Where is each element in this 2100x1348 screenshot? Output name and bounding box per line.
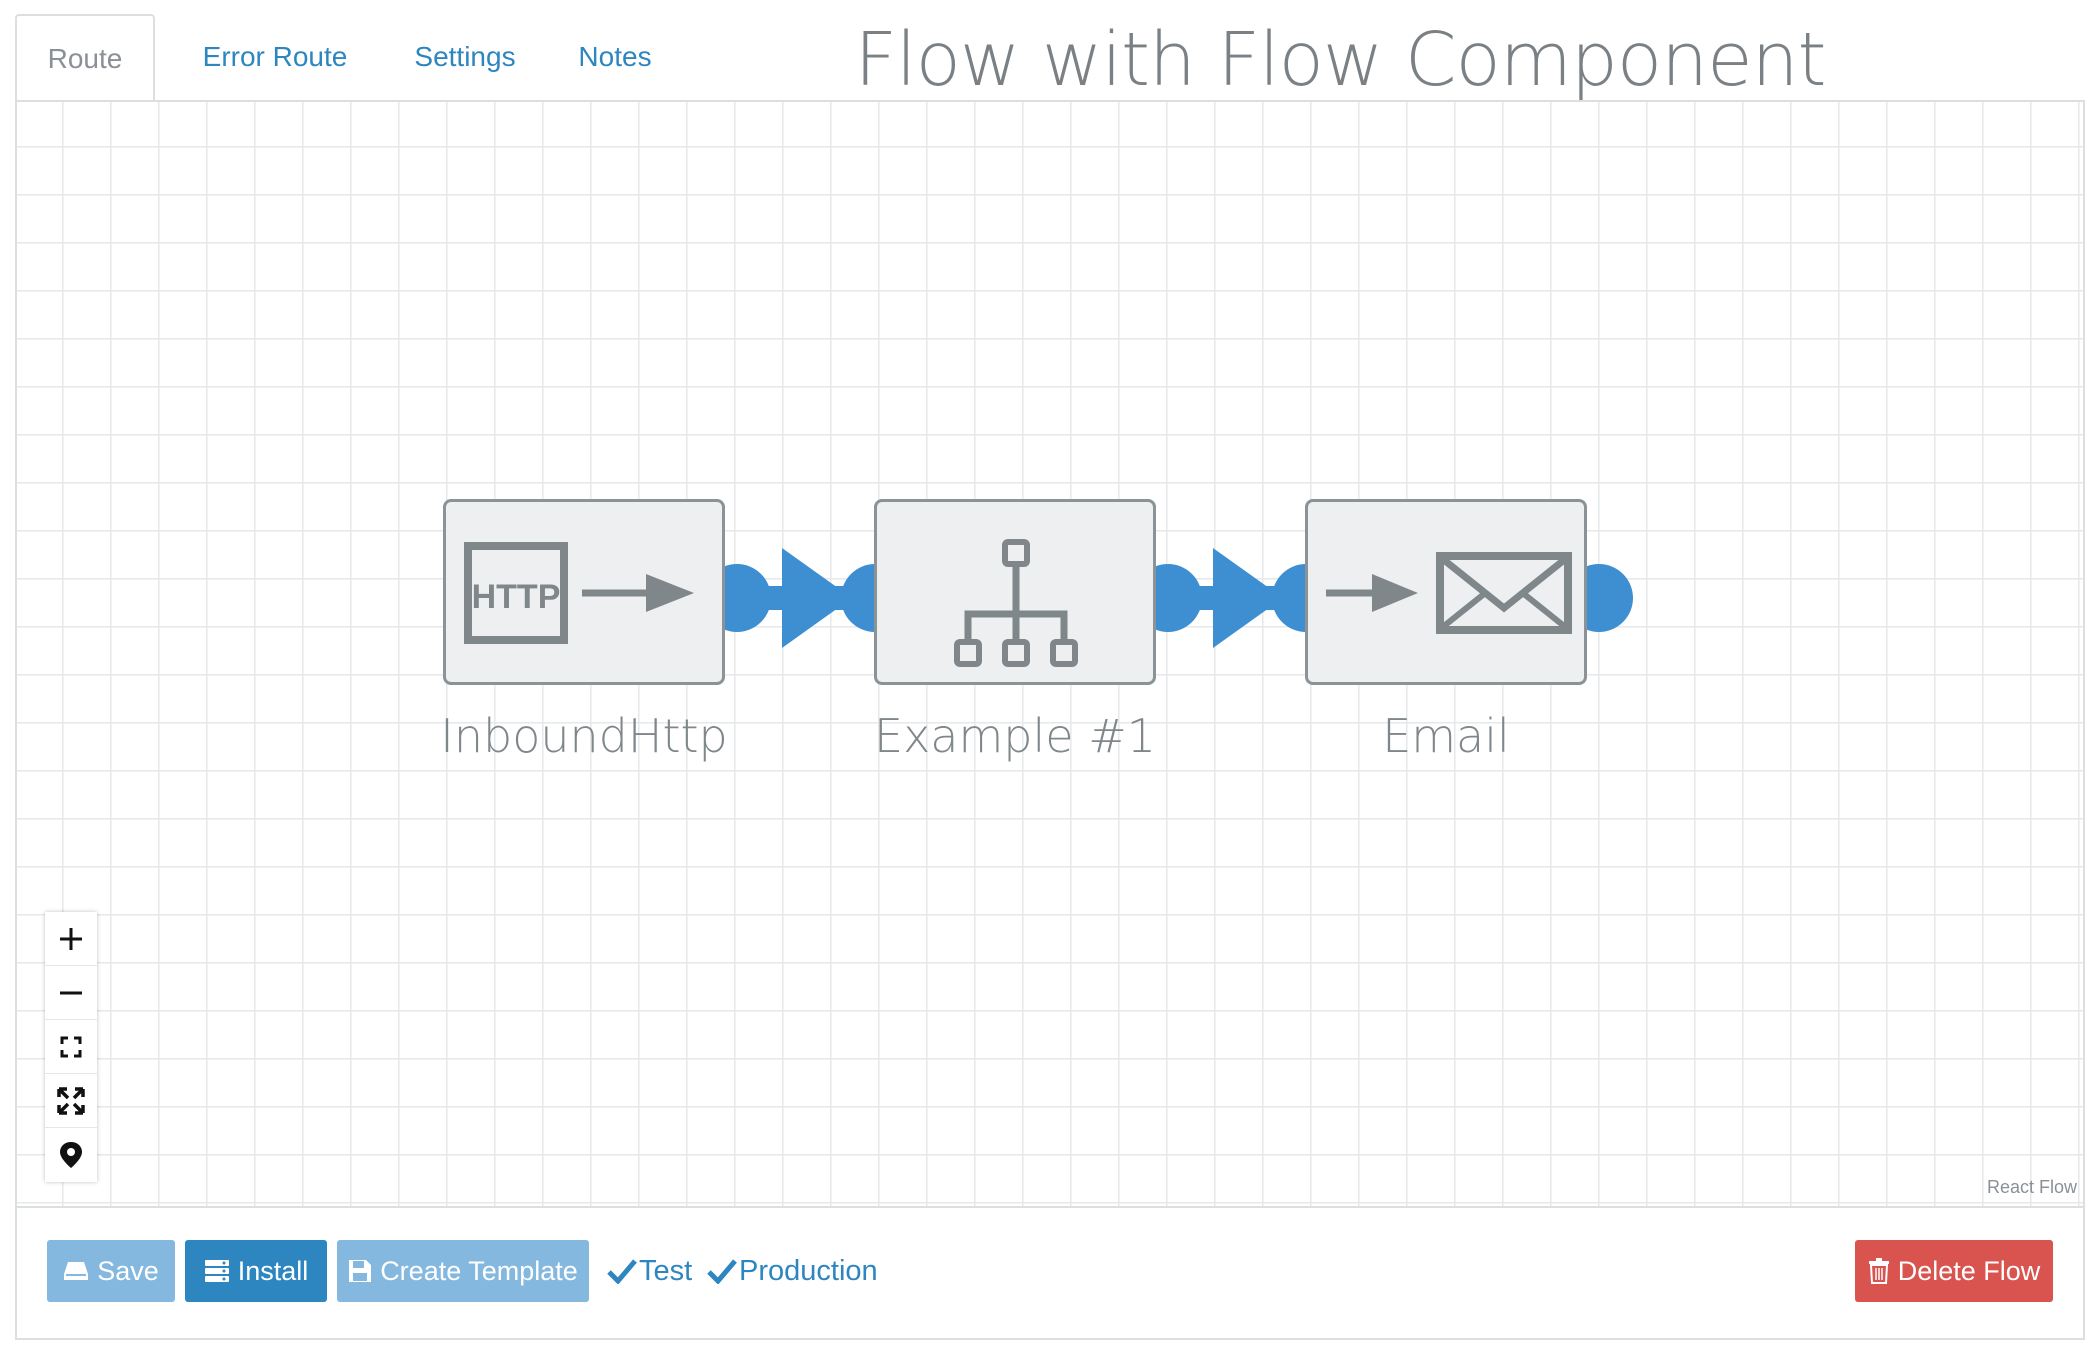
node-label: Example #1 — [874, 709, 1156, 763]
footer-toolbar: Save Install Create Template Test Produc… — [15, 1208, 2085, 1340]
delete-flow-label: Delete Flow — [1897, 1255, 2041, 1286]
create-template-button[interactable]: Create Template — [337, 1240, 589, 1302]
node-example[interactable] — [874, 499, 1156, 685]
zoom-out-button[interactable] — [45, 966, 97, 1020]
check-icon — [707, 1259, 737, 1284]
env-test-toggle[interactable]: Test — [607, 1240, 692, 1302]
node-label: Email — [1382, 709, 1510, 763]
zoom-in-button[interactable] — [45, 912, 97, 966]
fit-view-icon — [60, 1036, 82, 1057]
email-outbound-icon — [1326, 552, 1572, 634]
save-button[interactable]: Save — [47, 1240, 175, 1302]
env-production-label: Production — [739, 1254, 878, 1287]
react-flow-attribution[interactable]: React Flow — [1986, 1177, 2077, 1197]
tab-notes[interactable]: Notes — [578, 41, 652, 72]
node-label: InboundHttp — [440, 709, 728, 763]
expand-button[interactable] — [45, 1074, 97, 1128]
server-icon — [204, 1260, 229, 1282]
floppy-disk-icon — [349, 1260, 372, 1282]
install-label: Install — [237, 1255, 309, 1286]
edge-arrow-icon — [1213, 548, 1283, 648]
fit-view-button[interactable] — [45, 1020, 97, 1074]
create-template-label: Create Template — [380, 1255, 578, 1286]
location-button[interactable] — [45, 1128, 97, 1182]
env-test-label: Test — [639, 1254, 693, 1287]
flow-controls — [45, 912, 97, 1182]
tab-settings[interactable]: Settings — [414, 41, 516, 72]
trash-icon — [1868, 1258, 1889, 1284]
minus-icon — [60, 991, 82, 994]
node-email[interactable] — [1305, 499, 1587, 685]
location-pin-icon — [60, 1142, 82, 1168]
expand-icon — [57, 1086, 85, 1115]
hdd-icon — [64, 1262, 89, 1280]
sitemap-icon — [954, 539, 1078, 667]
env-production-toggle[interactable]: Production — [707, 1240, 878, 1302]
node-inboundhttp[interactable]: HTTP — [443, 499, 725, 685]
edge-arrow-icon — [782, 548, 852, 648]
plus-icon — [60, 927, 82, 950]
save-label: Save — [97, 1255, 159, 1286]
svg-text:HTTP: HTTP — [472, 578, 561, 616]
tab-error-route[interactable]: Error Route — [202, 41, 348, 72]
install-button[interactable]: Install — [185, 1240, 327, 1302]
delete-flow-button[interactable]: Delete Flow — [1855, 1240, 2053, 1302]
flow-canvas[interactable]: HTTP InboundHttp Example #1 Email — [15, 100, 2085, 1208]
page-title: Flow with Flow Component — [854, 17, 1826, 103]
tab-route[interactable]: Route — [15, 14, 155, 104]
http-inbound-icon: HTTP — [464, 542, 694, 644]
check-icon — [607, 1259, 637, 1284]
